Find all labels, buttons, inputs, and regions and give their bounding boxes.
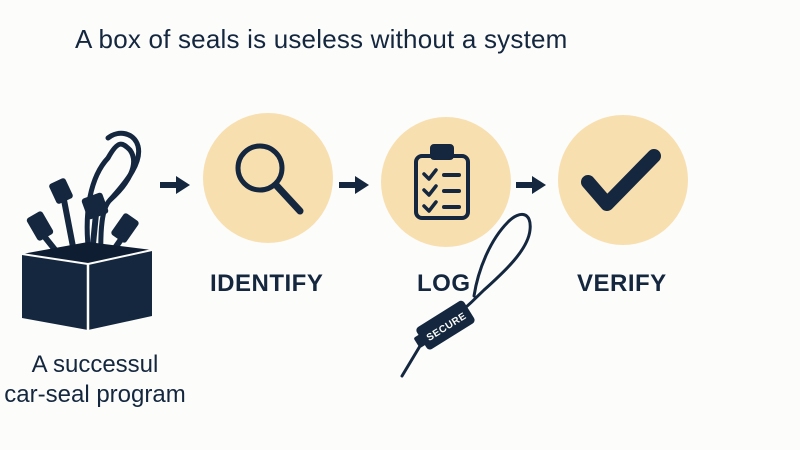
caption-line-2: car-seal program <box>4 381 186 408</box>
magnifier-icon <box>235 143 304 215</box>
step-label-identify: IDENTIFY <box>210 270 324 297</box>
caption-line-1: A successul <box>31 351 159 378</box>
arrow-icon <box>160 176 190 194</box>
seal-box-icon <box>21 130 153 330</box>
step-circle <box>381 117 511 247</box>
caption: A successul car-seal program <box>0 350 200 410</box>
arrow-icon <box>516 176 546 194</box>
step-circle <box>203 113 333 243</box>
clipboard-checklist-icon <box>414 144 470 220</box>
checkmark-icon <box>581 149 661 211</box>
arrow-icon <box>339 176 369 194</box>
cable-seal-icon: SECURE <box>400 213 532 378</box>
headline: A box of seals is useless without a syst… <box>75 24 568 54</box>
step-label-log: LOG <box>417 270 471 297</box>
step-label-verify: VERIFY <box>577 270 667 297</box>
